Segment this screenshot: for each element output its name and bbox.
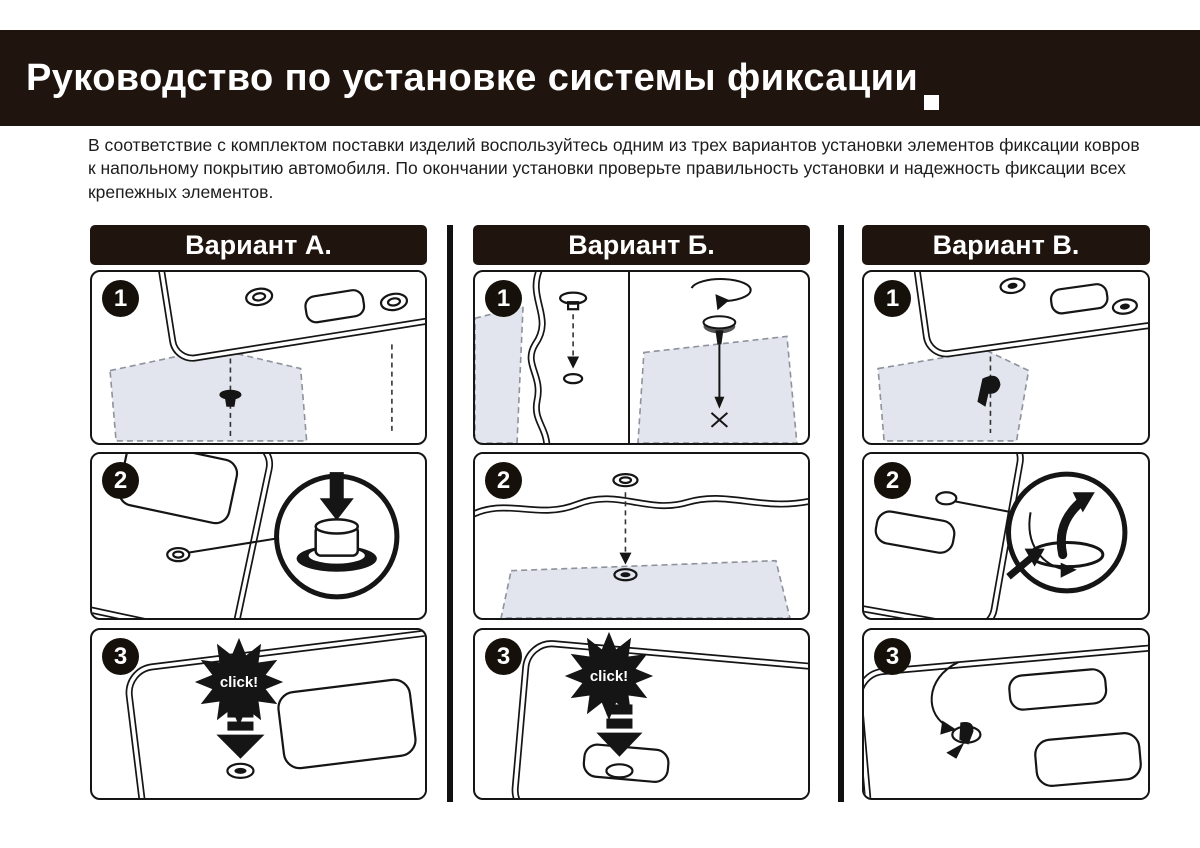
- step-badge: 2: [102, 462, 139, 499]
- click-burst-label: click!: [219, 673, 259, 691]
- floor-mat: [908, 272, 1148, 358]
- variant-v-label: Вариант В.: [932, 229, 1080, 260]
- variant-column-b: Вариант Б.: [473, 225, 810, 800]
- fastener-on-mat: [935, 491, 958, 506]
- variant-column-v: Вариант В. 1: [862, 225, 1150, 800]
- carpet-area: [475, 305, 524, 443]
- header-band: Руководство по установке системы фиксаци…: [0, 30, 1200, 126]
- step-badge: 3: [102, 638, 139, 675]
- floor-mat-edge: [475, 454, 808, 518]
- floor-mat: [511, 640, 808, 798]
- variant-column-a: Вариант А. 1: [90, 225, 427, 800]
- step-badge: 3: [485, 638, 522, 675]
- step-badge: 1: [485, 280, 522, 317]
- column-divider-1: [447, 225, 453, 802]
- variant-a-header: Вариант А.: [90, 225, 427, 265]
- intro-text: В соответствие с комплектом поставки изд…: [88, 135, 1140, 202]
- step-panel-b3: click! 3: [473, 628, 810, 800]
- fastener-on-mat: [166, 546, 191, 563]
- down-arrow-icon: [619, 552, 632, 565]
- pin-screw-cell: [628, 272, 808, 443]
- step-badge: 2: [874, 462, 911, 499]
- pin-insert-cell: [475, 272, 629, 443]
- rotate-arrow-icon: [690, 278, 752, 303]
- hook-turn-zoom-illustration: [864, 454, 1128, 618]
- carpet-area: [637, 335, 798, 443]
- hook-fixed-illustration: [864, 642, 1148, 798]
- step-badge: 1: [874, 280, 911, 317]
- variant-a-label: Вариант А.: [185, 229, 332, 260]
- step-panel-v3: 3: [862, 628, 1150, 800]
- click-burst: click!: [193, 636, 285, 728]
- down-arrow-icon: [606, 704, 633, 715]
- mat-over-pin-illustration: [475, 454, 808, 618]
- pin-screw-illustration: [637, 278, 798, 443]
- step-badge: 3: [874, 638, 911, 675]
- click-burst: click!: [563, 630, 655, 722]
- fixing-grommet: [226, 762, 255, 779]
- floor-mat: [153, 272, 425, 362]
- press-down-arrow-icon: [329, 472, 344, 501]
- pointer-arrow-icon: [1006, 553, 1035, 580]
- fastener-on-mat: [612, 473, 639, 488]
- step-panel-v2: 2: [862, 452, 1150, 620]
- variant-b-label: Вариант Б.: [568, 229, 715, 260]
- target-x-mark: [710, 412, 729, 428]
- mat-hook-anchor-illustration: [877, 272, 1148, 442]
- title-end-mark: [924, 95, 940, 110]
- push-pin: [558, 291, 588, 305]
- step-panel-a3: click! 3: [90, 628, 427, 800]
- hook: [959, 721, 974, 745]
- variant-b-header: Вариант Б.: [473, 225, 810, 265]
- floor-mat-edge: [527, 272, 629, 443]
- down-arrow-icon: [714, 396, 725, 409]
- click-starburst-icon: [564, 631, 654, 721]
- step-panel-b2: 2: [473, 452, 810, 620]
- fixing-grommet: [613, 568, 638, 582]
- press-fastener-zoom-illustration: [92, 454, 400, 618]
- step-badge: 2: [485, 462, 522, 499]
- carpet-area: [500, 559, 791, 618]
- step-panel-v1: 1: [862, 270, 1150, 445]
- variant-v-header: Вариант В.: [862, 225, 1150, 265]
- down-arrow-icon: [567, 356, 580, 369]
- mat-carpet-hole-illustration: [109, 272, 425, 442]
- page-title: Руководство по установке системы фиксаци…: [26, 56, 919, 99]
- floor-mat: [864, 642, 1148, 798]
- two-part-illustration: [475, 272, 808, 443]
- pin-insert-illustration: [475, 272, 629, 443]
- hook-anchor: [977, 375, 1001, 407]
- carpet-area: [109, 347, 308, 442]
- step-panel-a1: 1: [90, 270, 427, 445]
- click-burst-label: click!: [589, 667, 629, 685]
- column-divider-2: [838, 225, 844, 802]
- step-badge: 1: [102, 280, 139, 317]
- carpet-area: [877, 349, 1030, 442]
- pointer-arrow-icon: [946, 742, 965, 759]
- fixing-grommet: [605, 763, 634, 779]
- step-panel-a2: 2: [90, 452, 427, 620]
- step-panel-b1: 1: [473, 270, 810, 445]
- click-starburst-icon: [194, 637, 284, 727]
